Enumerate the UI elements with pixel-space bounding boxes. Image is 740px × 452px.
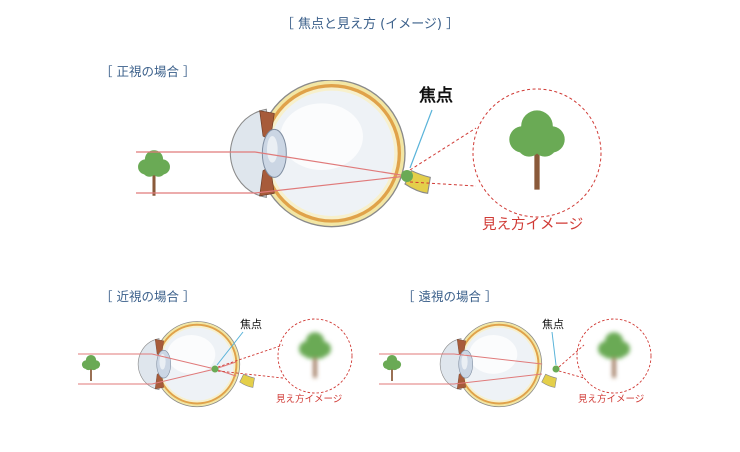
focus-point-myopia (211, 365, 219, 373)
section-heading-myopia: ［ 近視の場合 ］ (100, 289, 196, 304)
dashed-callout-myopia (217, 318, 353, 394)
focus-pointer-myopia (216, 331, 244, 366)
view-label-normal: 見え方イメージ (482, 217, 584, 233)
light-rays-hyperopia (379, 353, 543, 385)
view-image-tree-myopia (299, 332, 331, 378)
object-tree-normal (138, 150, 170, 196)
focus-label-hyperopia: 焦点 (542, 318, 564, 331)
light-rays-myopia (78, 353, 237, 385)
view-label-myopia: 見え方イメージ (276, 394, 343, 405)
view-image-tree-hyperopia (598, 332, 630, 378)
object-tree-hyperopia (382, 355, 402, 381)
focus-pointer-normal (409, 109, 433, 169)
focus-point-normal (401, 170, 413, 182)
focus-pointer-hyperopia (551, 331, 557, 366)
diagram-title: ［ 焦点と見え方 (イメージ) ］ (280, 17, 460, 32)
object-tree-myopia (81, 355, 101, 381)
focus-label-myopia: 焦点 (240, 318, 262, 331)
view-image-tree-normal (509, 110, 565, 190)
dashed-callout-hyperopia (558, 318, 652, 394)
section-heading-hyperopia: ［ 遠視の場合 ］ (402, 289, 498, 304)
section-heading-normal: ［ 正視の場合 ］ (100, 64, 196, 79)
focus-point-hyperopia (552, 365, 560, 373)
light-rays-normal (136, 151, 408, 194)
focus-label-normal: 焦点 (419, 86, 453, 106)
dashed-callout-normal (409, 88, 602, 218)
view-label-hyperopia: 見え方イメージ (578, 394, 645, 405)
